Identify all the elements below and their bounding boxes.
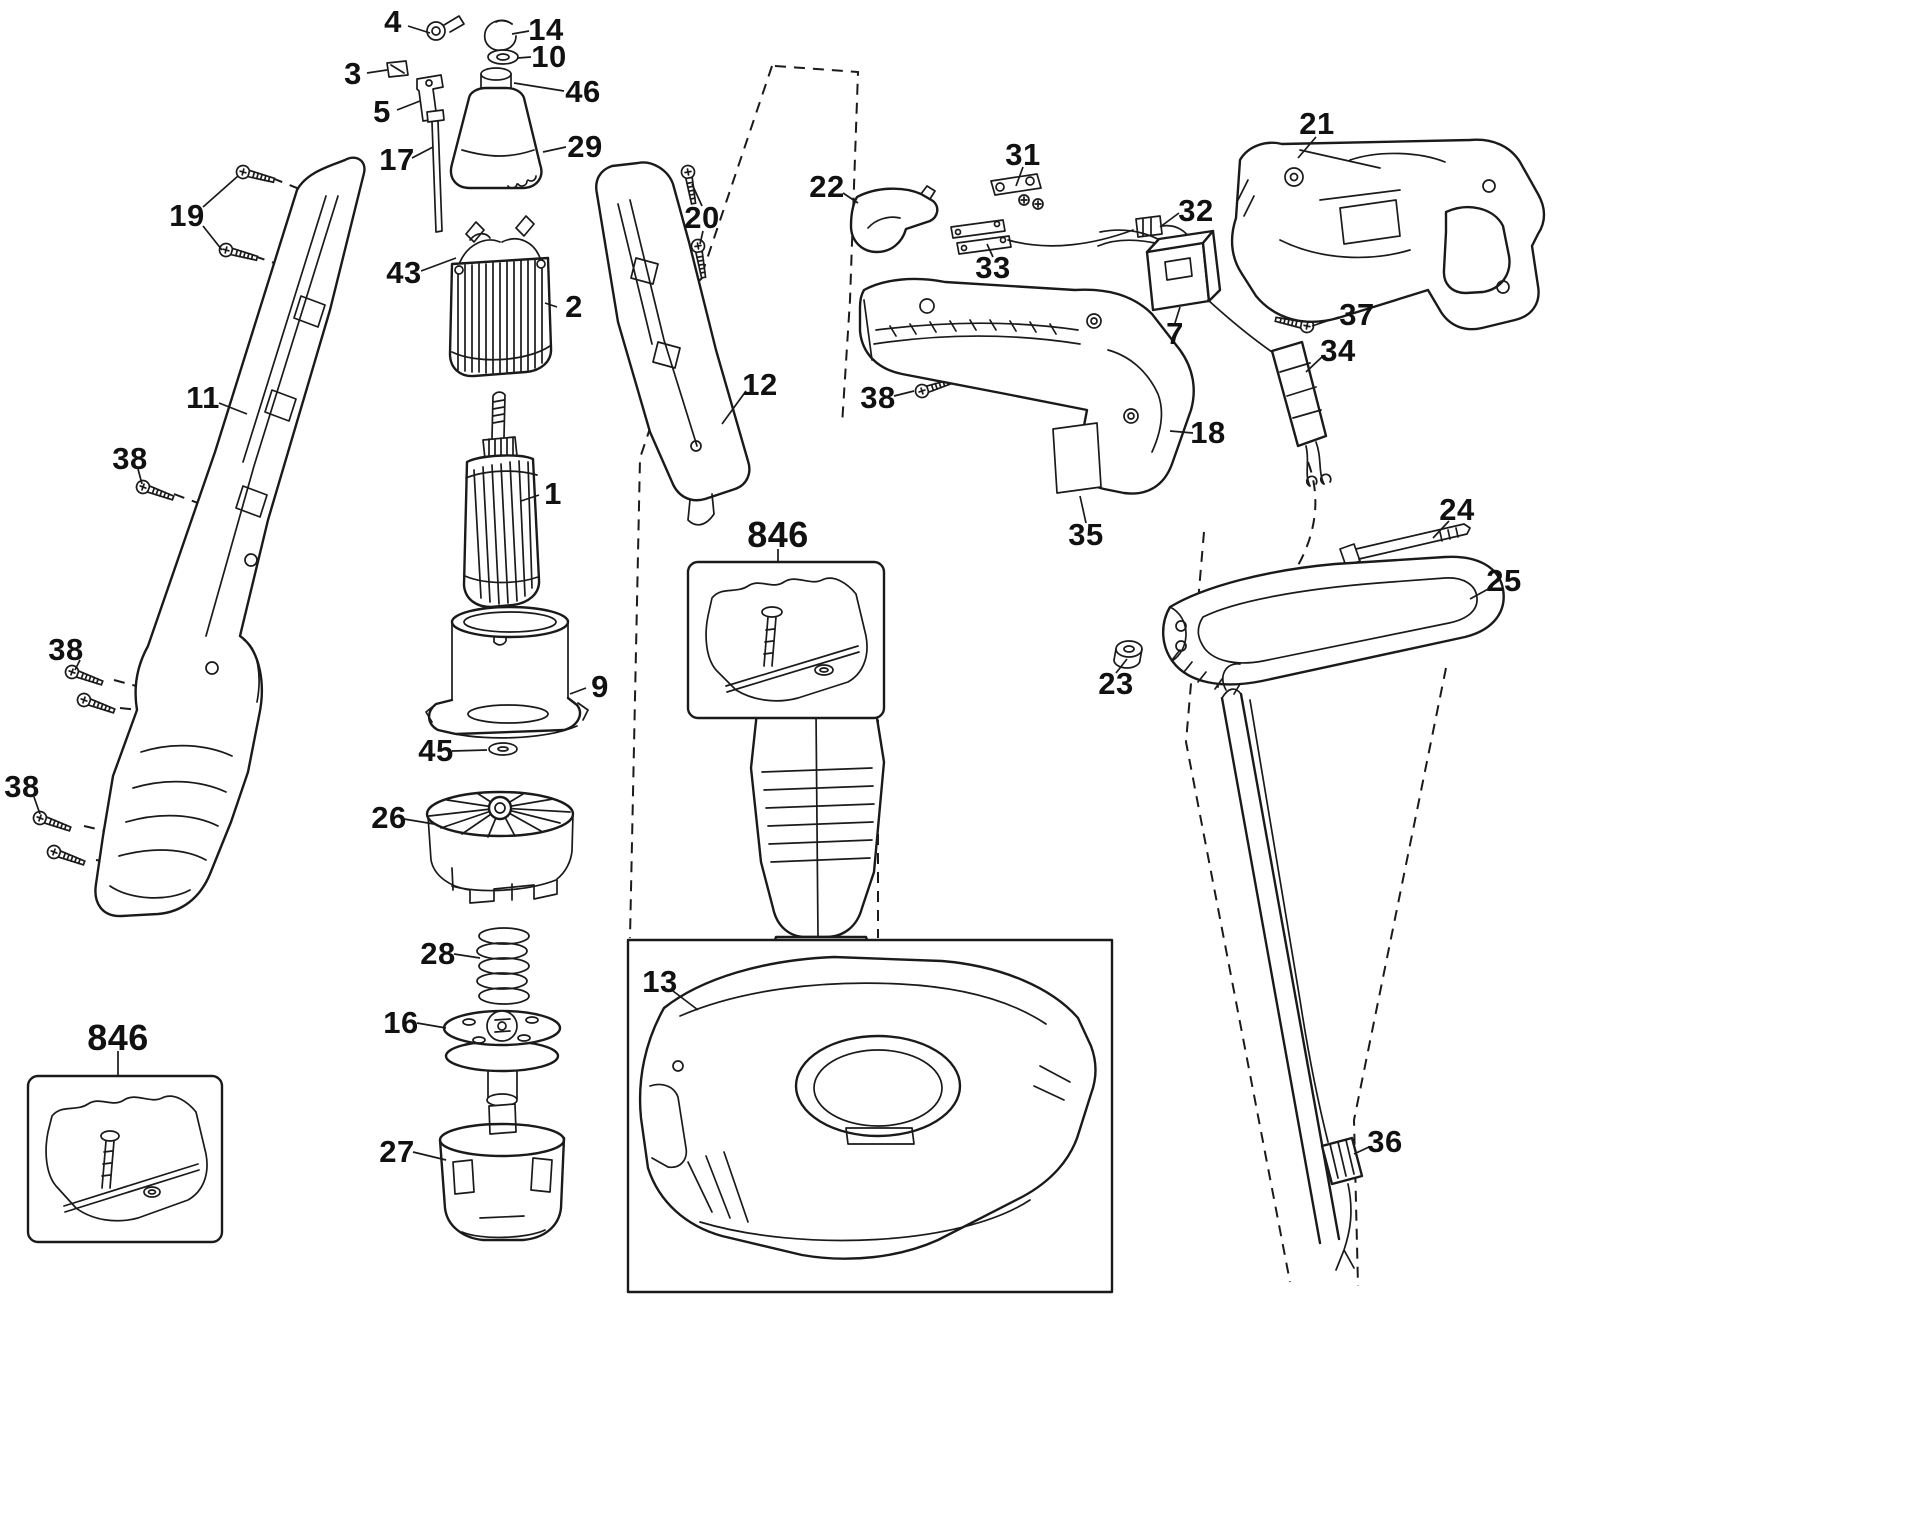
- screw-38c: [62, 662, 118, 718]
- screw-38d: [30, 808, 88, 870]
- part-21-handle-housing-upper: [1230, 138, 1546, 331]
- screw-19a: [234, 163, 277, 188]
- part-13-guard: [626, 938, 1114, 1294]
- assembled-grip-housing: [749, 710, 886, 964]
- part-33-links: [950, 219, 1012, 255]
- callout-leader-lines: [33, 25, 1491, 1161]
- part-22-trigger: [849, 185, 939, 254]
- part-18-handle-housing-lower: [858, 277, 1195, 495]
- shaft-tube-and-cord: [1220, 663, 1341, 1245]
- part-2-field-stator: [448, 256, 553, 378]
- part-12-housing-half-right: [595, 161, 751, 526]
- part-9-motor-cup: [425, 605, 589, 739]
- part-34-cord-guard: [1270, 340, 1332, 487]
- part-35-label-plate: [1052, 422, 1102, 494]
- part-31-bracket: [990, 173, 1044, 210]
- kit-box-846-lower: [26, 1074, 224, 1244]
- part-36-cord-protector: [1320, 1136, 1364, 1271]
- part-23-nut: [1113, 640, 1143, 669]
- part-45-washer: [488, 742, 518, 756]
- part-10-washer: [487, 49, 519, 65]
- kit-box-846-upper: [686, 560, 886, 720]
- screw-20a: [679, 163, 701, 206]
- part-29-fan-baffle: [449, 86, 543, 190]
- part-11-housing-half-left: [94, 156, 366, 918]
- part-24-bolt: [1339, 523, 1471, 567]
- screw-19b: [217, 241, 260, 266]
- part-43-field-leads: [459, 215, 541, 263]
- part-26-fan: [425, 790, 575, 904]
- part-17-rod: [426, 109, 445, 233]
- part-27-spool-housing: [438, 1103, 566, 1242]
- part-3-block: [386, 60, 409, 78]
- part-16-spool: [442, 1009, 562, 1107]
- part-25-aux-handle: [1162, 555, 1505, 695]
- part-28-spring: [476, 927, 530, 1005]
- part-4-clip: [426, 15, 465, 41]
- part-7-switch: [1097, 229, 1273, 353]
- part-14-retaining-ring: [483, 19, 517, 52]
